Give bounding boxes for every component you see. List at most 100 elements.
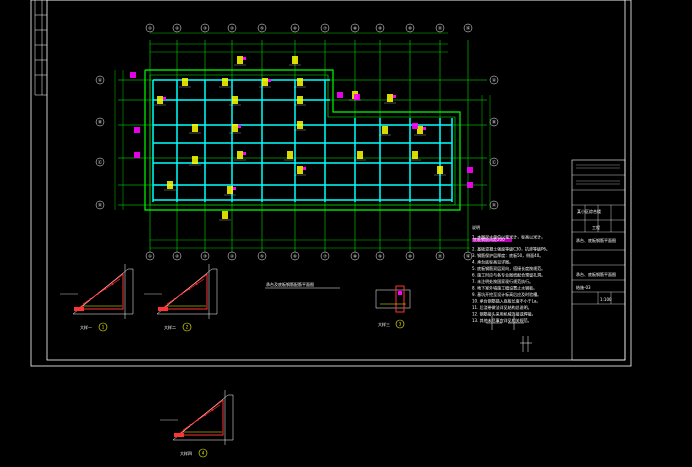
- rebar-dot: [180, 293, 183, 295]
- axis-label-col: ⑧: [353, 254, 357, 259]
- title-drawing-name-2: 承台、底板钢筋平面图: [576, 271, 616, 277]
- axis-bubble-col: [375, 23, 385, 33]
- cap-marker: [268, 79, 271, 82]
- detail-pile: [174, 433, 184, 437]
- rebar-dot: [204, 414, 207, 416]
- axis-label-col: ⑩: [408, 26, 412, 31]
- axis-label-row: Ⓑ: [98, 119, 102, 125]
- axis-bubble-row: [95, 200, 105, 210]
- axis-bubble-col: [435, 251, 445, 261]
- axis-bubble-col: [145, 23, 155, 33]
- axis-label-col: ⑫: [466, 253, 470, 259]
- axis-bubble-col: [350, 23, 360, 33]
- axis-label-row: Ⓓ: [98, 202, 102, 208]
- axis-bubble-row: [489, 75, 499, 85]
- note-line: 9. 基坑开挖至设计标高后应及时验槽。: [472, 291, 541, 297]
- note-sketch: [486, 316, 532, 352]
- note-line: 4. 承台底标高见详图。: [472, 259, 513, 265]
- axis-bubble-col: [257, 23, 267, 33]
- axis-label-col: ⑦: [323, 26, 327, 31]
- title-scale: 1:100: [600, 297, 612, 302]
- axis-bubble-row: [489, 200, 499, 210]
- pile-cap: [167, 181, 173, 189]
- detail-num-bubble: [98, 322, 108, 332]
- axis-bubble-col: [257, 251, 267, 261]
- building-outline: [144, 69, 461, 211]
- title-project: 某小区综合楼: [577, 208, 601, 214]
- axis-label-col: ⑤: [260, 254, 264, 259]
- axis-bubble-col: [290, 23, 300, 33]
- pile-cap: [237, 151, 243, 159]
- cap-marker: [163, 97, 166, 100]
- note-line: 10. 承台钢筋锚入底板长度不小于La。: [472, 298, 540, 304]
- pile-cap: [382, 126, 388, 134]
- detail-label: 大样二: [164, 324, 176, 330]
- cap-marker: [233, 187, 236, 190]
- axis-bubble-col: [227, 23, 237, 33]
- detail-pile: [158, 307, 168, 311]
- title-sheet: 结施-03: [576, 284, 591, 290]
- edge-marker: [467, 182, 473, 188]
- rebar-dot: [173, 298, 176, 300]
- detail-num: 4: [202, 451, 205, 456]
- edge-marker: [134, 152, 140, 158]
- rebar-dot: [104, 288, 107, 290]
- axis-bubble-col: [320, 23, 330, 33]
- pile-cap: [417, 126, 423, 134]
- axis-label-col: ④: [230, 26, 234, 31]
- axis-label-row: Ⓒ: [98, 159, 102, 165]
- axis-bubble-col: [290, 251, 300, 261]
- pile-cap: [297, 96, 303, 104]
- detail-num: 2: [186, 325, 189, 330]
- note-line: 6. 施工时应与各专业图纸配合预留孔洞。: [472, 272, 545, 278]
- detail-concrete: [72, 268, 134, 315]
- pile-cap: [262, 78, 268, 86]
- rebar-dot: [196, 419, 199, 421]
- detail-marker: [398, 291, 402, 295]
- axis-label-row: Ⓓ: [492, 202, 496, 208]
- note-line: 12. 钢筋接头采用机械连接或焊接。: [472, 311, 536, 317]
- axis-label-col: ①: [148, 26, 152, 31]
- pile-cap: [297, 78, 303, 86]
- pile-caps: [130, 56, 473, 221]
- axis-label-col: ③: [203, 26, 207, 31]
- axis-bubble-row: [489, 157, 499, 167]
- axis-bubble-col: [405, 251, 415, 261]
- note-line: 7. 未注明处按国家现行规范执行。: [472, 278, 533, 284]
- axis-bubble-col: [405, 23, 415, 33]
- note-line: 2. 基础混凝土强度等级C30，抗渗等级P6。: [472, 246, 550, 252]
- detail-rebar: [182, 404, 221, 431]
- detail-num: 1: [102, 325, 105, 330]
- note-line: 13. 其他未尽事宜详见相关规范。: [472, 317, 532, 323]
- note-line: 11. 后浇带做法详见结构总说明。: [472, 304, 532, 310]
- note-highlight-bar: [472, 238, 512, 242]
- detail-concrete: [172, 394, 234, 441]
- axis-label-row: Ⓐ: [492, 77, 496, 83]
- cap-marker: [243, 152, 246, 155]
- plan-title: 承台及底板钢筋配筋平面图: [266, 281, 314, 287]
- detail-num-bubble: [198, 448, 208, 458]
- axis-bubble-row: [489, 117, 499, 127]
- pile-cap: [227, 186, 233, 194]
- detail-label: 大样三: [378, 321, 390, 327]
- title-block: 某小区综合楼 工程 承台、底板钢筋平面图 承台、底板钢筋平面图 结施-03 1:…: [571, 159, 626, 361]
- edge-marker: [337, 92, 343, 98]
- cap-marker: [303, 167, 306, 170]
- axis-bubble-col: [435, 23, 445, 33]
- axis-label-col: ⑤: [260, 26, 264, 31]
- pile-cap: [387, 94, 393, 102]
- note-line: 3. 钢筋保护层厚度：底板50，侧面40。: [472, 252, 543, 258]
- edge-marker: [412, 123, 418, 129]
- axis-label-col: ②: [175, 254, 179, 259]
- cap-marker: [243, 57, 246, 60]
- axis-bubble-col: [145, 251, 155, 261]
- axis-bubble-col: [375, 251, 385, 261]
- axis-bubble-row: [95, 75, 105, 85]
- title-drawing-name: 承台、底板钢筋平面图: [576, 237, 616, 243]
- note-highlight-text: 底板钢筋间距200: [473, 236, 505, 242]
- rebar-dot: [189, 424, 192, 426]
- axis-label-col: ⑥: [293, 254, 297, 259]
- title-subtitle: 工程: [592, 224, 600, 230]
- axis-label-col: ⑪: [438, 253, 442, 259]
- pile-cap: [292, 56, 298, 64]
